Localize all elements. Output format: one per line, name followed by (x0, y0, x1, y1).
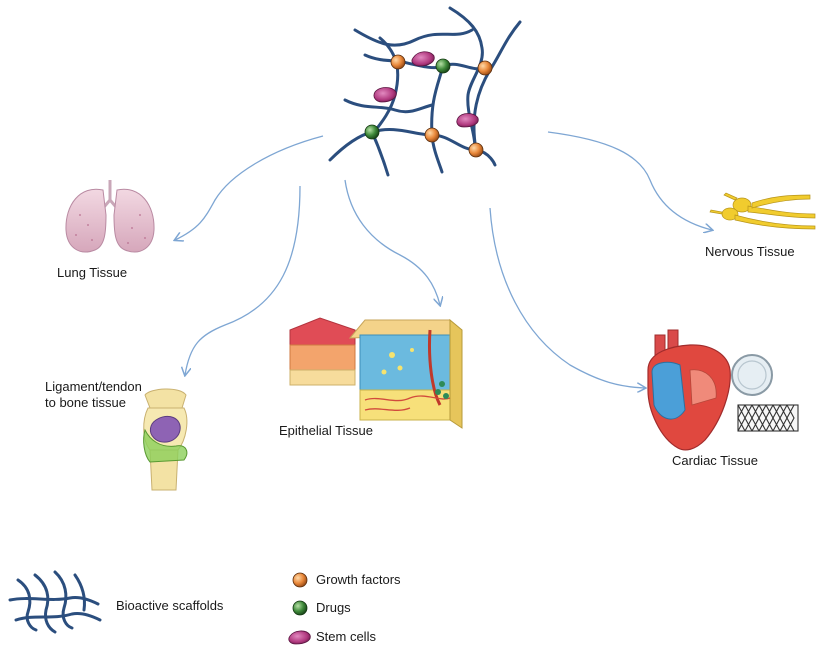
heart-stent-illustration (647, 329, 799, 451)
growth-factor-particle (390, 54, 406, 70)
scaffold-stem-cells (373, 51, 479, 128)
growth-factor-particle (468, 142, 484, 158)
lung-tissue-label: Lung Tissue (57, 265, 128, 280)
nervous-tissue-label: Nervous Tissue (705, 244, 795, 259)
legend-growth-factor-icon (292, 572, 308, 588)
growth-factor-particle (477, 60, 493, 76)
legend-scaffold-label: Bioactive scaffolds (116, 598, 224, 613)
arrow-to-epithelial (344, 179, 440, 305)
legend-drug-icon (292, 600, 308, 616)
arrows (175, 131, 712, 388)
ligament-label-line2: to bone tissue (45, 395, 126, 410)
arrow-to-ligament (185, 185, 301, 375)
drug-particle (364, 124, 380, 140)
stem-cell (411, 51, 435, 67)
cardiac-tissue-label: Cardiac Tissue (672, 453, 758, 468)
lung-illustration (65, 180, 155, 253)
stem-cell (373, 87, 397, 103)
ligament-label-line1: Ligament/tendon (45, 379, 142, 394)
drug-particle (435, 58, 451, 74)
legend-drugs-label: Drugs (316, 600, 351, 615)
epithelial-illustration (289, 317, 463, 429)
legend-scaffold-icon (8, 570, 102, 634)
legend-growth-factors-label: Growth factors (316, 572, 401, 587)
arrow-to-lung (175, 135, 324, 240)
scaffold-drugs (364, 58, 451, 140)
epithelial-tissue-label: Epithelial Tissue (279, 423, 373, 438)
growth-factor-particle (424, 127, 440, 143)
central-scaffold-network (328, 6, 522, 177)
legend-stem-cells-label: Stem cells (316, 629, 376, 644)
stem-cell (456, 113, 479, 128)
arrow-to-nervous (547, 131, 712, 230)
nerve-illustration (709, 192, 816, 230)
arrow-to-cardiac (489, 207, 645, 388)
ligament-bone-illustration (143, 388, 188, 491)
legend-stem-cell-icon (288, 630, 311, 645)
scaffold-growth-factors (390, 54, 493, 158)
